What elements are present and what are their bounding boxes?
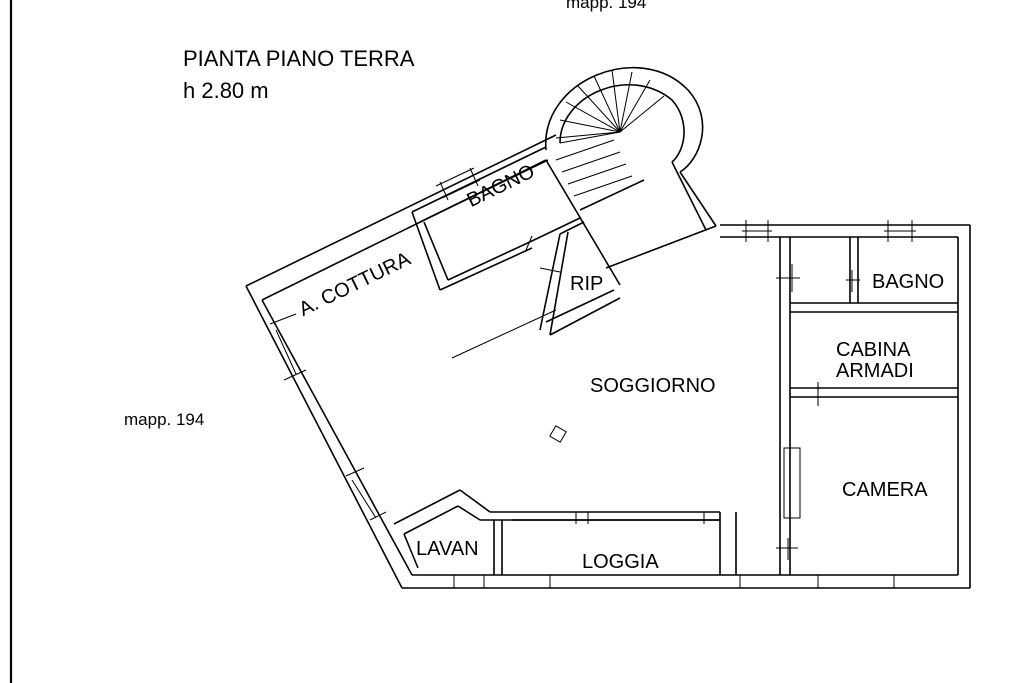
room-label-lavan: LAVAN	[416, 538, 479, 560]
loggia-walls	[512, 512, 737, 575]
stair-wall-right	[671, 161, 717, 231]
window-north	[435, 167, 481, 201]
loggia-posts	[453, 512, 895, 588]
room-label-bagno-2: BAGNO	[872, 271, 945, 293]
room-label-cabina: CABINA	[836, 339, 911, 361]
stair-curved-wall	[545, 66, 704, 173]
stair-treads	[555, 69, 665, 197]
window-west-2	[345, 467, 387, 521]
door-ticks-right	[776, 264, 860, 560]
soggiorno-divider-line	[451, 309, 557, 359]
parcel-label-top: mapp. 194	[566, 0, 647, 12]
bagno-1-walls	[411, 146, 581, 291]
room-label-rip: RIP	[570, 273, 604, 295]
outer-wall-east	[957, 225, 971, 588]
ceiling-height: h 2.80 m	[183, 78, 269, 103]
room-label-armadi: ARMADI	[836, 360, 914, 382]
window-west-1	[269, 313, 307, 381]
rip-door	[525, 235, 561, 273]
outer-wall-south	[402, 574, 970, 589]
outer-wall-west	[245, 134, 557, 589]
right-block-walls	[779, 237, 958, 575]
outer-wall-north-right	[720, 224, 970, 238]
parcel-label-left: mapp. 194	[124, 410, 205, 429]
room-label-soggiorno: SOGGIORNO	[590, 375, 716, 397]
rip-walls	[539, 221, 621, 336]
room-label-camera: CAMERA	[842, 479, 928, 501]
lavan-walls	[393, 489, 720, 575]
window-top-right-1	[742, 220, 772, 242]
column-square	[549, 425, 567, 443]
plan-title: PIANTA PIANO TERRA	[183, 46, 415, 71]
window-top-right-2	[884, 220, 916, 242]
room-label-loggia: LOGGIA	[582, 551, 659, 573]
sliding-panel	[783, 447, 801, 519]
